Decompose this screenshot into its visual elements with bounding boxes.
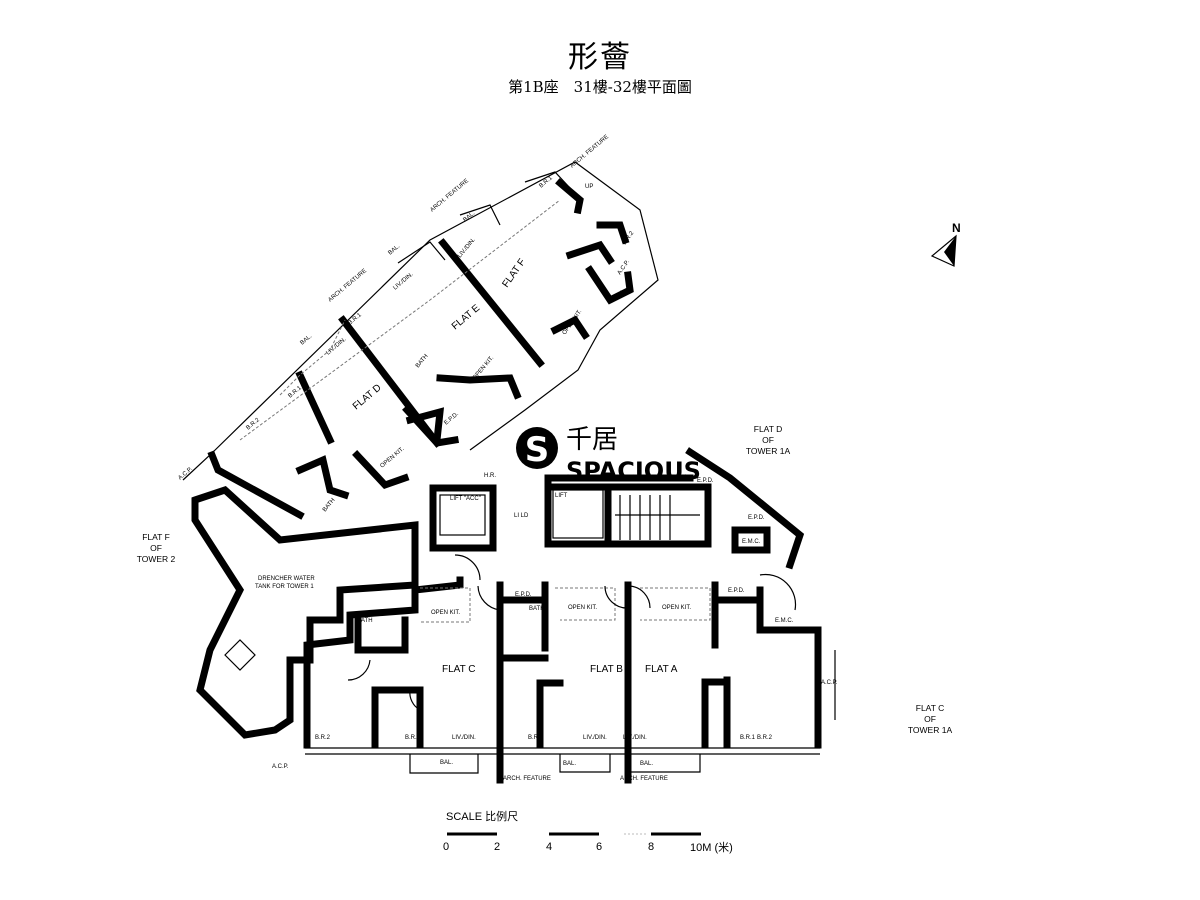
room-label-bath: BATH: [415, 354, 430, 370]
page-subtitle: 第1B座 31樓-32樓平面圖: [508, 78, 692, 96]
drencher-water-tank: [191, 486, 419, 739]
room-label-open-kit: OPEN KIT.: [662, 605, 691, 611]
lower-wing-walls: [303, 576, 836, 784]
room-label-epd: E.P.D.: [697, 478, 714, 484]
room-label-open-kit: OPEN KIT.: [568, 605, 597, 611]
scale-tick: 6: [596, 841, 602, 853]
spacious-logo: S 千居 SPACIOUS: [516, 425, 701, 485]
flat-label-c: FLAT C: [442, 664, 476, 675]
room-label-acp: A.C.P.: [821, 680, 838, 686]
room-label-open-kit: OPEN KIT.: [431, 610, 460, 616]
room-label-arch-feature: ARCH. FEATURE: [327, 268, 368, 303]
room-label-br2: B.R.2: [245, 417, 261, 432]
core-walls: [429, 447, 805, 611]
room-label-br2: B.R.2: [315, 735, 331, 741]
room-label-bath: BATH: [322, 498, 337, 514]
room-label-bal: BAL.: [387, 243, 401, 256]
room-label-acp: A.C.P.: [272, 764, 289, 770]
room-label-livdin: LIV./DIN.: [452, 735, 476, 741]
flat-label-a: FLAT A: [645, 664, 678, 675]
scale-bar: SCALE 比例尺 0 2 4 6 8 10M (米): [443, 809, 733, 854]
scale-label: SCALE 比例尺: [446, 809, 518, 823]
neighbour-label-line: TOWER 1A: [908, 725, 953, 735]
room-label-br1: B.R.1: [405, 735, 421, 741]
room-label-epd: E.P.D.: [443, 411, 460, 426]
room-label-br1: B.R.1: [740, 735, 756, 741]
neighbour-label-line: OF: [762, 435, 774, 445]
scale-tick: 8: [648, 841, 654, 853]
room-label-livdin: LIV./DIN.: [457, 237, 477, 259]
room-label-up: UP: [585, 184, 593, 190]
upper-wing-walls: [182, 161, 659, 520]
room-label-epd: E.P.D.: [515, 592, 532, 598]
page-title: 形薈: [568, 40, 632, 75]
neighbour-label-line: FLAT F: [142, 532, 170, 542]
neighbour-label-line: TOWER 2: [137, 554, 176, 564]
room-label-bal: BAL.: [299, 333, 313, 346]
room-label-lift: LIFT: [555, 493, 568, 499]
room-label-br1: B.R.1: [528, 735, 544, 741]
neighbour-label-line: FLAT C: [916, 703, 945, 713]
scale-tick: 0: [443, 841, 449, 853]
svg-text:千居: 千居: [566, 425, 618, 455]
room-label-br1: B.R.1: [347, 312, 363, 327]
room-label-arch-feature: ARCH. FEATURE: [569, 134, 610, 169]
room-label-emc: E.M.C.: [775, 618, 794, 624]
neighbour-label-line: OF: [924, 714, 936, 724]
room-label-arch-feature: ARCH. FEATURE: [503, 776, 551, 782]
room-label-open-kit: OPEN KIT.: [379, 446, 405, 469]
room-label-arch-feature: ARCH. FEATURE: [620, 776, 668, 782]
north-arrow-icon: N: [930, 221, 961, 267]
flat-label-e: FLAT E: [450, 302, 483, 332]
neighbour-label-line: TOWER 1A: [746, 446, 791, 456]
flat-label-d: FLAT D: [351, 382, 384, 412]
room-label-bal: BAL.: [462, 210, 476, 223]
room-label-livdin: LIV./DIN.: [623, 735, 647, 741]
room-label-acp: A.C.P.: [177, 466, 194, 481]
neighbour-label-line: OF: [150, 543, 162, 553]
tank-label: DRENCHER WATER: [258, 576, 315, 582]
scale-tick: 10M (米): [690, 841, 733, 854]
room-label-lld: LI LD: [514, 513, 529, 519]
room-label-bal: BAL.: [640, 761, 653, 767]
room-label-arch-feature: ARCH. FEATURE: [429, 178, 470, 213]
tank-hatch: [224, 639, 256, 671]
tank-label: TANK FOR TOWER 1: [255, 584, 314, 590]
svg-text:N: N: [952, 221, 961, 235]
flat-label-b: FLAT B: [590, 664, 623, 675]
room-label-emc: E.M.C.: [742, 539, 761, 545]
neighbour-label-line: FLAT D: [754, 424, 783, 434]
scale-tick: 2: [494, 841, 500, 853]
room-label-hr: H.R.: [484, 473, 496, 479]
room-label-br1: B.R.1: [287, 385, 303, 400]
room-label-bal: BAL.: [563, 761, 576, 767]
room-label-epd: E.P.D.: [748, 515, 765, 521]
room-label-bath: BATH: [529, 606, 545, 612]
room-label-lift-acc: LIFT "ACC": [450, 496, 481, 502]
room-label-livdin: LIV./DIN.: [583, 735, 607, 741]
room-label-livdin: LIV./DIN.: [392, 271, 414, 291]
scale-tick: 4: [546, 841, 552, 853]
room-label-epd: E.P.D.: [728, 588, 745, 594]
svg-text:SPACIOUS: SPACIOUS: [566, 457, 701, 485]
room-label-bal: BAL.: [440, 760, 453, 766]
room-label-br2: B.R.2: [757, 735, 773, 741]
flat-label-f: FLAT F: [500, 257, 528, 290]
room-label-bath: BATH: [357, 618, 373, 624]
svg-text:S: S: [525, 430, 550, 470]
room-label-bath: BATH: [715, 599, 731, 605]
